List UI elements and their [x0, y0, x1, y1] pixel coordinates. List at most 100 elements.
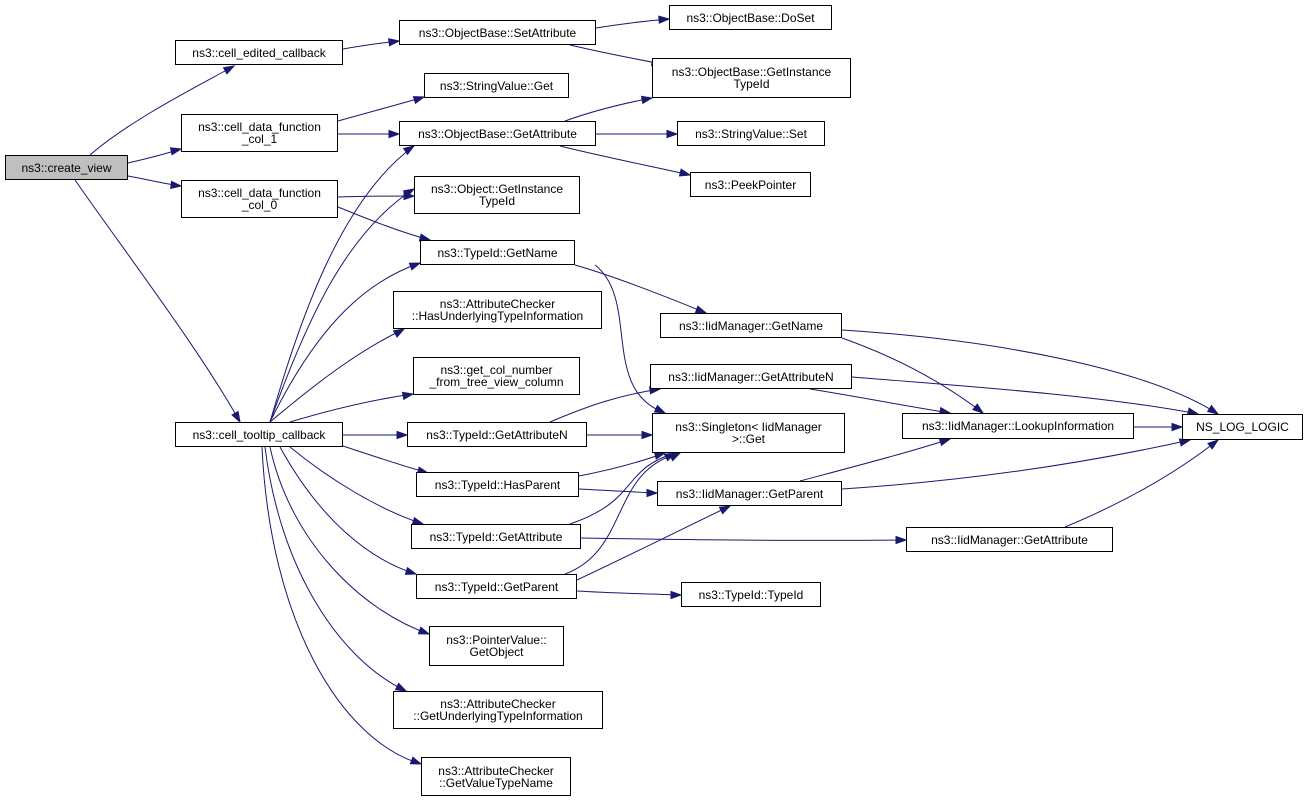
node-label-line: ns3::AttributeChecker: [439, 297, 556, 311]
node-label-line: ns3::AttributeChecker: [438, 763, 554, 778]
edge-create-view-to-cell-tooltip-callback: [74, 179, 241, 423]
node-label-line: ns3::AttributeChecker: [440, 697, 556, 711]
edge-create-view-to-cell-data-function-col-0-arrowhead: [170, 180, 183, 189]
node-label-line: ns3::IidManager::GetAttribute: [931, 532, 1088, 547]
edge-col-1-to-stringvalue-get-arrowhead: [412, 96, 426, 105]
edge-iidmanager-getparent-to-lookupinformation: [799, 438, 951, 482]
edge-iidmanager-getparent-to-ns-log-logic: [841, 439, 1191, 490]
edge-create-view-to-cell-edited-callback: [89, 65, 235, 156]
edge-tooltip-to-typeid-getparent: [279, 446, 417, 575]
edge-typeid-getattributen-to-singleton-get-arrowhead: [641, 430, 654, 440]
edge-getattribute-to-objectbase-getinstancetypeid-arrowhead: [640, 95, 654, 105]
edge-create-view-to-cell-tooltip-callback-arrowhead: [231, 410, 241, 424]
edge-tooltip-to-typeid-getattributen-arrowhead: [396, 430, 409, 440]
node-label-line: ns3::PointerValue::: [446, 633, 547, 647]
node-iidmanager-lookupinformation[interactable]: ns3::IidManager::LookupInformation: [902, 413, 1134, 439]
node-cell-tooltip-callback[interactable]: ns3::cell_tooltip_callback: [175, 422, 343, 447]
node-attributechecker-getvaluetypename[interactable]: ns3::AttributeChecker ::GetValueTypeName: [421, 757, 571, 796]
node-iidmanager-getname[interactable]: ns3::IidManager::GetName: [660, 313, 842, 338]
node-objectbase-doset[interactable]: ns3::ObjectBase::DoSet: [669, 5, 832, 30]
node-stringvalue-get[interactable]: ns3::StringValue::Get: [424, 73, 569, 98]
edge-tooltip-to-hasunderlying: [269, 328, 405, 423]
node-typeid-hasparent[interactable]: ns3::TypeId::HasParent: [416, 472, 579, 497]
node-stringvalue-set[interactable]: ns3::StringValue::Set: [677, 121, 825, 146]
node-objectbase-getinstancetypeid[interactable]: ns3::ObjectBase::GetInstance TypeId: [652, 58, 851, 98]
node-label-line: ::GetValueTypeName: [439, 775, 553, 790]
node-cell-edited-callback[interactable]: ns3::cell_edited_callback: [175, 40, 343, 65]
edge-setattribute-to-doset: [595, 18, 670, 29]
edge-typeid-getname-to-singleton-get: [594, 264, 666, 414]
edge-tooltip-to-hasunderlying-arrowhead: [392, 328, 406, 338]
node-label-line: ns3::ObjectBase::DoSet: [686, 10, 815, 25]
node-label-line: _from_tree_view_column: [429, 375, 564, 389]
node-objectbase-getattribute[interactable]: ns3::ObjectBase::GetAttribute: [399, 121, 596, 146]
node-typeid-getparent[interactable]: ns3::TypeId::GetParent: [416, 574, 577, 599]
node-label-line: ns3::cell_tooltip_callback: [192, 427, 326, 442]
node-label-line: ns3::cell_data_function: [198, 120, 321, 134]
node-cell-data-function-col-0[interactable]: ns3::cell_data_function _col_0: [181, 180, 338, 218]
node-pointervalue-getobject[interactable]: ns3::PointerValue:: GetObject: [429, 626, 564, 666]
node-objectbase-setattribute[interactable]: ns3::ObjectBase::SetAttribute: [399, 20, 596, 45]
node-label-line: ::GetUnderlyingTypeInformation: [413, 709, 583, 723]
node-typeid-getattributen[interactable]: ns3::TypeId::GetAttributeN: [407, 422, 587, 447]
node-iidmanager-getattributen[interactable]: ns3::IidManager::GetAttributeN: [650, 364, 852, 389]
edge-tooltip-to-pointervalue-getobject-arrowhead: [417, 626, 431, 635]
node-label-line: ns3::TypeId::GetParent: [434, 579, 559, 594]
edge-getattribute-to-stringvalue-set-arrowhead: [666, 129, 679, 139]
edge-lookupinformation-to-ns-log-logic-arrowhead: [1171, 422, 1184, 432]
node-label-line: ns3::IidManager::GetParent: [675, 486, 824, 501]
edge-iidmanager-getname-to-lookupinformation-arrowhead: [972, 403, 985, 414]
node-typeid-getattribute[interactable]: ns3::TypeId::GetAttribute: [411, 524, 581, 549]
node-label-line: NS_LOG_LOGIC: [1196, 420, 1289, 434]
edge-iidmanager-getattributen-to-ns-log-logic: [851, 376, 1199, 415]
node-object-getinstancetypeid[interactable]: ns3::Object::GetInstance TypeId: [414, 176, 580, 214]
edge-iidmanager-getparent-to-ns-log-logic-arrowhead: [1178, 438, 1192, 447]
node-peekpointer[interactable]: ns3::PeekPointer: [690, 172, 811, 197]
edge-tooltip-to-get-col-number: [289, 393, 414, 423]
edge-tooltip-to-typeid-hasparent: [342, 445, 429, 474]
node-label-line: ns3::ObjectBase::GetAttribute: [418, 126, 577, 141]
node-label-line: ns3::TypeId::GetAttribute: [429, 529, 563, 544]
node-label-line: ns3::TypeId::HasParent: [434, 477, 561, 492]
node-label-line: ns3::TypeId::GetName: [437, 245, 558, 260]
node-get-col-number-from-tree-view-column[interactable]: ns3::get_col_number _from_tree_view_colu…: [413, 357, 580, 395]
edge-iidmanager-getattributen-to-lookupinformation: [809, 388, 951, 414]
edge-tooltip-to-getvaluetypename: [261, 446, 422, 765]
edge-setattribute-to-doset-arrowhead: [658, 15, 671, 24]
edge-tooltip-to-pointervalue-getobject: [269, 446, 430, 635]
edge-typeid-hasparent-to-singleton-get-arrowhead: [653, 451, 667, 460]
edge-tooltip-to-typeid-getname: [269, 262, 421, 423]
edge-iidmanager-getparent-to-lookupinformation-arrowhead: [938, 438, 952, 447]
edge-tooltip-to-getvaluetypename-arrowhead: [409, 756, 423, 765]
node-create-view[interactable]: ns3::create_view: [5, 155, 128, 180]
node-ns-log-logic[interactable]: NS_LOG_LOGIC: [1182, 414, 1303, 440]
node-label-line: ns3::IidManager::GetName: [678, 318, 824, 333]
node-label-line: ns3::cell_data_function: [198, 186, 321, 200]
node-label-line: TypeId: [733, 77, 770, 91]
node-iidmanager-getattribute[interactable]: ns3::IidManager::GetAttribute: [906, 527, 1113, 552]
node-attributechecker-hasunderlyingtypeinformation[interactable]: ns3::AttributeChecker ::HasUnderlyingTyp…: [393, 291, 602, 329]
node-label-line: _col_0: [241, 198, 278, 212]
node-label-line: ns3::Object::GetInstance: [430, 182, 564, 196]
edge-iidmanager-getattribute-to-ns-log-logic-arrowhead: [1207, 439, 1220, 450]
node-label-line: ::HasUnderlyingTypeInformation: [411, 309, 584, 323]
edge-tooltip-to-typeid-getattribute: [289, 446, 424, 525]
node-label-line: ns3::StringValue::Set: [695, 126, 807, 141]
edge-typeid-getparent-to-singleton-get: [564, 452, 681, 575]
edge-setattribute-to-objectbase-getinstancetypeid: [569, 44, 663, 65]
node-attributechecker-getunderlyingtypeinformation[interactable]: ns3::AttributeChecker ::GetUnderlyingTyp…: [393, 691, 603, 729]
node-cell-data-function-col-1[interactable]: ns3::cell_data_function _col_1: [181, 114, 338, 152]
node-typeid-typeid[interactable]: ns3::TypeId::TypeId: [681, 582, 821, 607]
edge-typeid-getparent-to-typeid-typeid: [576, 590, 682, 596]
edge-col-1-to-objectbase-getattribute-arrowhead: [388, 129, 401, 139]
node-typeid-getname[interactable]: ns3::TypeId::GetName: [420, 240, 575, 265]
edge-tooltip-to-get-col-number-arrowhead: [401, 391, 415, 401]
edge-iidmanager-getname-to-lookupinformation: [841, 337, 984, 414]
node-label-line: ns3::Singleton< IidManager: [675, 420, 822, 434]
node-label-line: ns3::StringValue::Get: [439, 78, 554, 93]
edge-getattribute-to-objectbase-getinstancetypeid: [564, 97, 653, 122]
node-singleton-iidmanager-get[interactable]: ns3::Singleton< IidManager >::Get: [652, 413, 845, 453]
node-iidmanager-getparent[interactable]: ns3::IidManager::GetParent: [657, 481, 842, 506]
